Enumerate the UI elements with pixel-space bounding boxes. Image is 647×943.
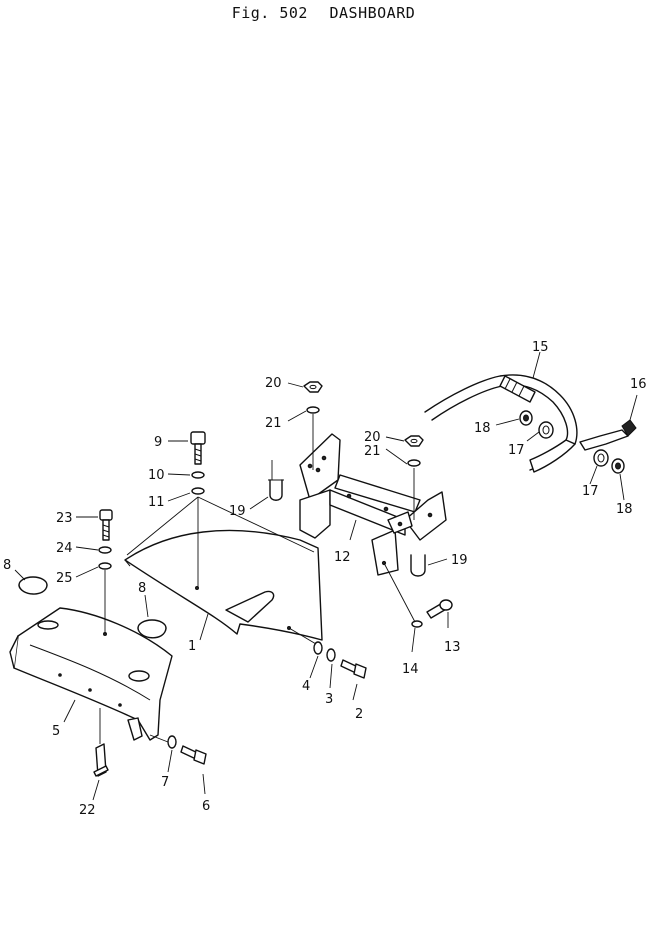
figure-name: DASHBOARD	[329, 4, 416, 22]
lock-washer-3-part	[326, 648, 336, 662]
bolt-6-part	[180, 745, 207, 765]
callout-7: 7	[161, 775, 169, 790]
callout-21-top: 21	[265, 416, 282, 431]
bolt-2-part	[340, 659, 367, 679]
nut-20-top-part	[303, 381, 323, 393]
callout-12: 12	[334, 550, 351, 565]
lock-washer-24-part	[98, 546, 112, 554]
knob-left-part	[18, 576, 48, 595]
callout-14: 14	[402, 662, 419, 677]
washer-25-part	[98, 562, 112, 570]
washer-21-top-part	[306, 406, 320, 414]
callout-16: 16	[630, 377, 647, 392]
callout-13: 13	[444, 640, 461, 655]
callout-3: 3	[325, 692, 333, 707]
callout-11: 11	[148, 495, 165, 510]
callout-23: 23	[56, 511, 73, 526]
dashboard-panel-part	[124, 529, 323, 641]
washer-11-part	[191, 487, 205, 495]
callout-20-lower: 20	[364, 430, 381, 445]
callout-9: 9	[154, 435, 162, 450]
washer-4-part	[313, 641, 323, 655]
callout-15: 15	[532, 340, 549, 355]
handrail-15-part	[424, 374, 578, 473]
lock-washer-10-part	[191, 471, 205, 479]
lower-cover-part	[9, 607, 173, 741]
rubber-bushing-17-left-part	[538, 421, 554, 439]
callout-2: 2	[355, 707, 363, 722]
fitting-16-part	[579, 419, 637, 451]
callout-1: 1	[188, 639, 196, 654]
rubber-bushing-17-right-part	[593, 449, 609, 467]
nut-20-lower-part	[404, 435, 424, 447]
washer-14-part	[411, 620, 423, 628]
bolt-23-part	[99, 509, 113, 541]
callout-20-top: 20	[265, 376, 282, 391]
u-bolt-left-part	[268, 479, 284, 501]
knob-right-part	[137, 619, 167, 639]
leader-lines	[99, 414, 416, 744]
callout-8-left: 8	[3, 558, 11, 573]
callout-6: 6	[202, 799, 210, 814]
nut-18-left-part	[519, 410, 533, 426]
washer-21-lower-part	[407, 459, 421, 467]
callout-17-right: 17	[582, 484, 599, 499]
callout-19-left: 19	[229, 504, 246, 519]
callout-24: 24	[56, 541, 73, 556]
bolt-9-part	[190, 431, 206, 465]
callout-5: 5	[52, 724, 60, 739]
nut-18-right-part	[611, 458, 625, 474]
callout-19-right: 19	[451, 553, 468, 568]
bolt-13-part	[426, 599, 453, 619]
frame-bracket-12-part	[299, 433, 447, 576]
u-bolt-right-part	[410, 554, 426, 577]
callout-8-right: 8	[138, 581, 146, 596]
callout-4: 4	[302, 679, 310, 694]
callout-pointers	[14, 351, 638, 801]
callout-18-right: 18	[616, 502, 633, 517]
figure-title: Fig. 502 DASHBOARD	[0, 4, 647, 22]
callout-22: 22	[79, 803, 96, 818]
callout-10: 10	[148, 468, 165, 483]
callout-18-left: 18	[474, 421, 491, 436]
callout-labels: 1 2 3 4 5 6 7 8 8 9 10 11 12 13 14 15 16…	[3, 340, 647, 818]
washer-7-part	[167, 735, 177, 749]
callout-17-left: 17	[508, 443, 525, 458]
figure-number: Fig. 502	[231, 4, 308, 22]
callout-21-lower: 21	[364, 444, 381, 459]
callout-25: 25	[56, 571, 73, 586]
clamp-22-part	[93, 743, 109, 777]
